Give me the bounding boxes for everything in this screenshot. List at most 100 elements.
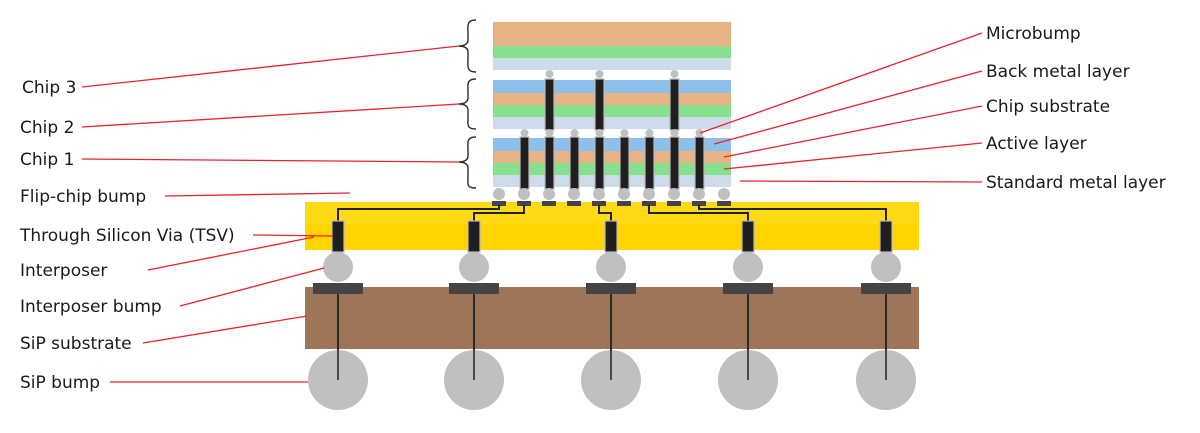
label-chip-substrate: Chip substrate [986, 97, 1110, 117]
chip-2-back-metal-layer [493, 80, 731, 93]
flip-chip-bumps [493, 188, 730, 200]
tsv-pillar [669, 78, 680, 131]
pad [617, 201, 631, 206]
microbump [570, 129, 579, 137]
substrate-vias [337, 294, 887, 352]
interposer-tsv [467, 220, 481, 253]
tsv-pillar [519, 136, 530, 190]
label-flip-chip-bump: Flip-chip bump [20, 187, 146, 207]
pad [692, 201, 706, 206]
flip-chip-bump [618, 188, 630, 200]
tsv-leader [252, 234, 334, 237]
chip-2-standard-metal-layer [493, 117, 731, 129]
pad [861, 283, 911, 294]
right-leader-lines [699, 32, 983, 183]
back-metal-layer-leader [713, 70, 983, 145]
chip-2-brace [458, 78, 477, 130]
pad [592, 201, 606, 206]
pad [717, 201, 731, 206]
rdl-wire [337, 205, 500, 222]
flip-chip-bump [518, 188, 530, 200]
tsv-pillar [644, 136, 655, 190]
microbump [695, 129, 704, 137]
tsv-pillar [594, 78, 605, 131]
tsv-pillar [694, 136, 705, 190]
chip-3 [493, 22, 731, 70]
chip-3-active-layer [493, 46, 731, 58]
flip-chip-bump [493, 188, 505, 200]
rdl-wire [698, 205, 887, 222]
left-labels: Chip 3 Chip 2 Chip 1 Flip-chip bump Thro… [19, 78, 235, 393]
microbump [620, 129, 629, 137]
interposer-bump [596, 252, 626, 282]
label-sip-bump: SiP bump [20, 373, 100, 393]
microbump [520, 129, 529, 137]
microbump [545, 129, 554, 137]
microbump [670, 129, 679, 137]
pad [313, 283, 363, 294]
chip-2 [493, 80, 731, 129]
microbump [595, 70, 604, 78]
chip-3-brace [458, 19, 477, 73]
chip-2-substrate-layer [493, 93, 731, 105]
label-standard-metal-layer: Standard metal layer [986, 173, 1166, 193]
interposer-tsv [331, 220, 345, 253]
tsv-pillar [569, 136, 580, 190]
rdl-wire [473, 205, 525, 222]
label-sip-substrate: SiP substrate [20, 334, 132, 354]
flip-chip-bump-leader [164, 192, 351, 197]
pad [517, 201, 531, 206]
pad [667, 201, 681, 206]
pad [567, 201, 581, 206]
flip-chip-bump [593, 188, 605, 200]
label-back-metal-layer: Back metal layer [986, 62, 1130, 82]
flip-chip-bump [668, 188, 680, 200]
label-active-layer: Active layer [986, 134, 1087, 154]
interposer-bump [733, 252, 763, 282]
tsv-pillar [544, 78, 555, 131]
rdl-wire [648, 205, 749, 222]
rdl-wire [598, 205, 612, 222]
flip-chip-bump [568, 188, 580, 200]
chip-braces [458, 19, 477, 189]
microbump [545, 70, 554, 78]
interposer-bump [323, 252, 353, 282]
microbump [670, 70, 679, 78]
tsv-pillar [619, 136, 630, 190]
tsv-pillar [669, 136, 680, 190]
interposer-tsv [604, 220, 618, 253]
pad [723, 283, 773, 294]
chip-1-tsvs [519, 129, 705, 190]
right-labels: Microbump Back metal layer Chip substrat… [986, 24, 1166, 193]
sip-bumps [308, 350, 916, 410]
label-interposer-bump: Interposer bump [20, 297, 162, 317]
interposer-tsv [741, 220, 755, 253]
pad [449, 283, 499, 294]
chip-2-tsvs [544, 70, 680, 131]
chip-3-standard-metal-layer [493, 58, 731, 70]
substrate-pads [313, 283, 911, 294]
standard-metal-layer-leader [739, 180, 983, 183]
chip-3-substrate-layer [493, 22, 731, 46]
chip-3-leader [81, 45, 460, 88]
flip-chip-bump [693, 188, 705, 200]
interposer-bump-leader [179, 267, 325, 307]
chip-1-brace [458, 136, 477, 189]
interposer-bump [459, 252, 489, 282]
flip-chip-bump [718, 188, 730, 200]
label-tsv: Through Silicon Via (TSV) [19, 226, 235, 246]
interposer-tsvs [331, 220, 893, 253]
interposer-bump [871, 252, 901, 282]
redistribution-wiring [337, 205, 887, 222]
label-chip-3: Chip 3 [22, 78, 76, 98]
interposer-bumps [323, 252, 901, 282]
sip-substrate-leader [142, 315, 308, 344]
label-interposer: Interposer [20, 261, 107, 281]
flip-chip-bump [643, 188, 655, 200]
left-leader-lines [81, 45, 460, 383]
chip-2-leader [81, 103, 460, 128]
microbump [645, 129, 654, 137]
chip-1-leader [81, 158, 460, 163]
sip-bump-via-overlay [337, 349, 887, 380]
tsv-pillar [544, 136, 555, 190]
